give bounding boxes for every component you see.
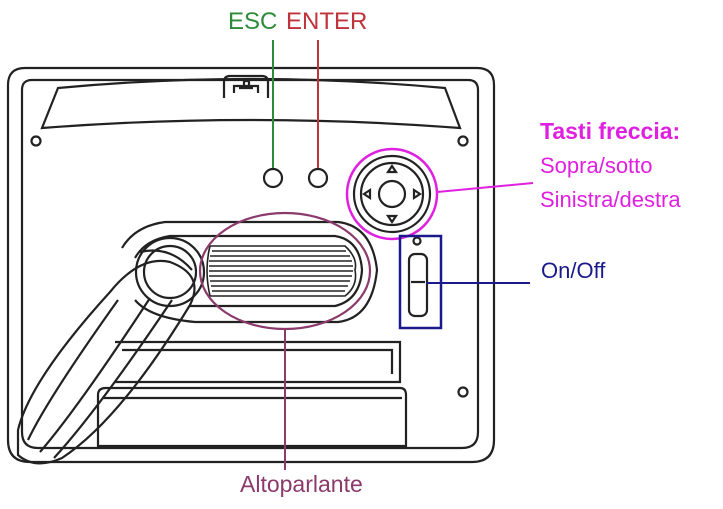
bottom-box [96, 386, 408, 448]
onoff-label: On/Off [541, 258, 606, 283]
arrow-pad-callout-line [436, 182, 534, 193]
device-inner-frame [20, 78, 480, 450]
speaker-label: Altoparlante [240, 471, 363, 497]
four-way-arrow-pad-icon [352, 154, 432, 234]
enter-button [307, 167, 329, 189]
arrow-keys-title: Tasti freccia: [540, 118, 681, 144]
top-panel [40, 77, 462, 130]
screw-hole-bottom-right [457, 386, 469, 398]
esc-label: ESC [228, 8, 278, 35]
speaker-grille [206, 245, 357, 297]
power-switch [407, 236, 429, 318]
esc-button [262, 167, 284, 189]
arrow-keys-left-right-label: Sinistra/destra [540, 187, 681, 212]
arrow-keys-up-down-label: Sopra/sotto [540, 153, 653, 178]
arrow-pad-highlight [345, 147, 439, 241]
device-outer-frame [6, 66, 496, 464]
stand-arm [16, 236, 206, 465]
stand-hook-icon [222, 74, 270, 98]
lower-shelf [115, 340, 402, 384]
stand-recess [121, 220, 379, 324]
enter-label: ENTER [286, 8, 368, 35]
screw-hole-top-left [30, 135, 42, 147]
screw-hole-top-right [457, 135, 469, 147]
